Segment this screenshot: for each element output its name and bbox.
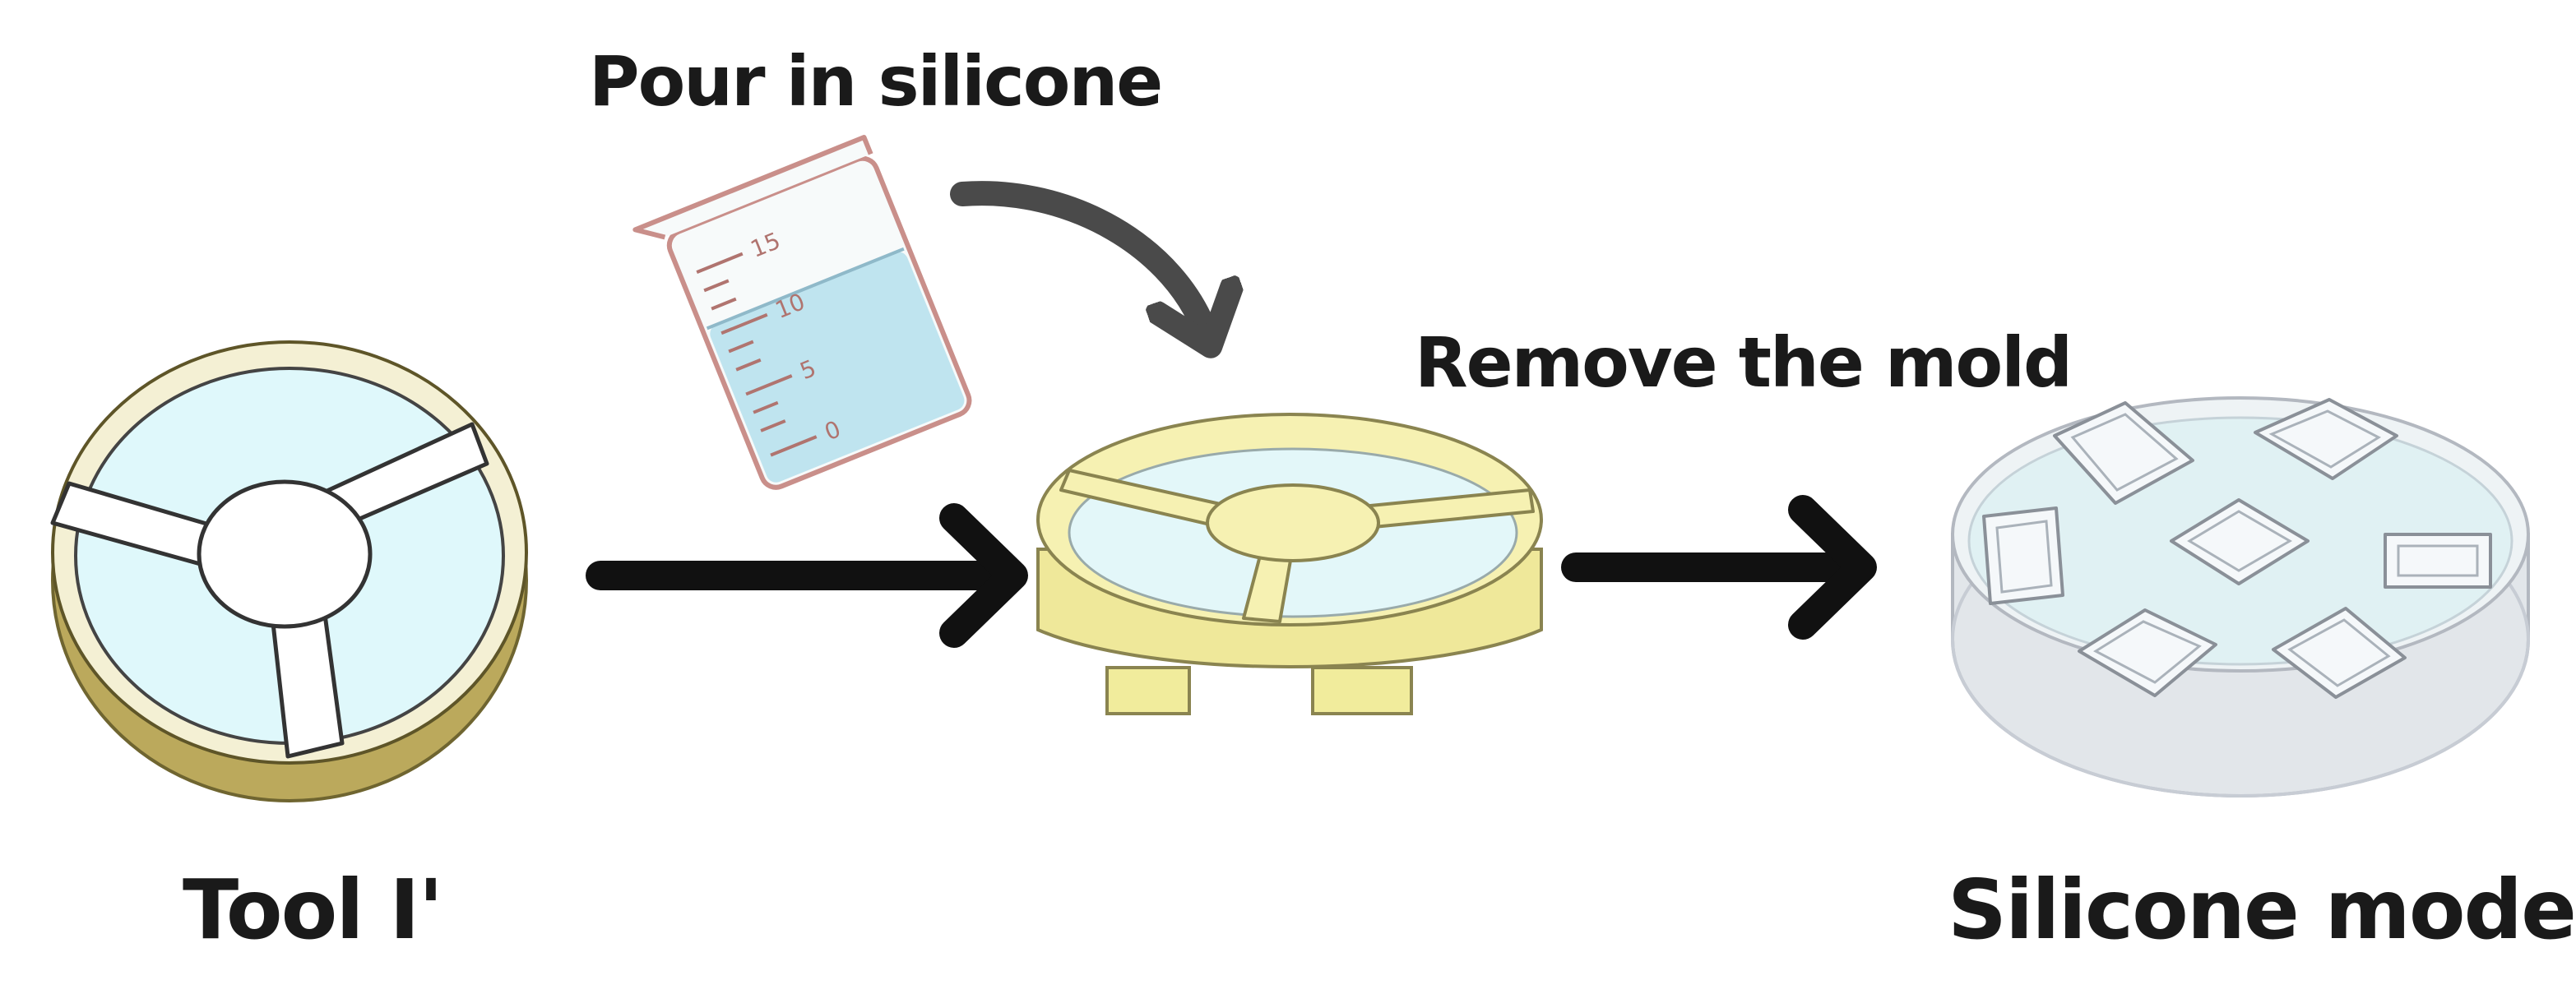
remove-mold-label: Remove the mold — [1415, 322, 2073, 403]
arrow-right-icon — [1561, 495, 1877, 640]
tool-mold-illustration — [50, 340, 528, 802]
pour-curved-arrow — [950, 181, 1207, 337]
assembled-mold-illustration — [1036, 413, 1543, 715]
pour-in-silicone-label: Pour in silicone — [589, 41, 1163, 122]
silicone-model-illustration — [1951, 396, 2530, 798]
beaker-icon: 15 10 5 0 — [632, 134, 972, 490]
tool-label: Tool Ⅰ' — [183, 862, 443, 958]
silicone-model-label: Silicone model — [1948, 862, 2576, 958]
arrow-right-icon — [586, 503, 1028, 648]
